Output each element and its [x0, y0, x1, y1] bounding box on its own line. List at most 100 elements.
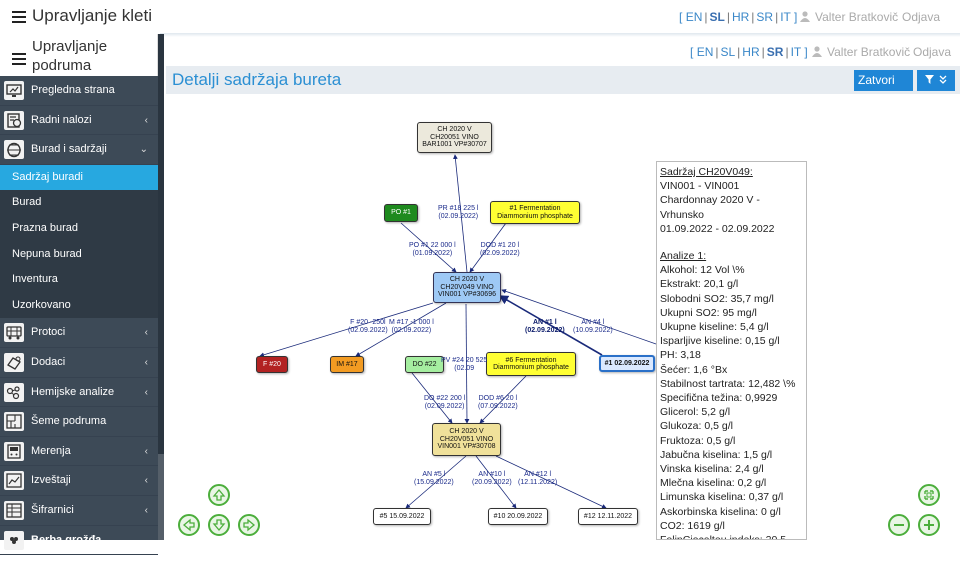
- analysis-line: Fruktoza: 0,5 g/l: [660, 434, 736, 447]
- analysis-line: Slobodni SO2: 35,7 mg/l: [660, 292, 774, 305]
- analysis-line: Vinska kiselina: 2,4 g/l: [660, 463, 764, 476]
- filter-button[interactable]: [917, 70, 955, 91]
- sidebar-item-barrels[interactable]: Burad i sadržaji ⌄: [0, 135, 158, 165]
- edge-label-dod1: DOD #1 20 l(02.09.2022): [480, 242, 520, 257]
- zoom-out-button[interactable]: [888, 514, 910, 536]
- sidebar-subitem-sampled[interactable]: Uzorkovano: [0, 292, 158, 319]
- lang-sr[interactable]: SR: [756, 10, 774, 24]
- sidebar-subitem-barrel-contents[interactable]: Sadržaj buradi: [0, 164, 158, 191]
- pan-down-button[interactable]: [208, 514, 230, 536]
- edge-label-pv24: PV #24 20 525(02.09: [441, 357, 488, 372]
- pan-left-button[interactable]: [178, 514, 200, 536]
- user-name-secondary[interactable]: Valter Bratkovič: [812, 45, 910, 59]
- hamburger-menu-icon[interactable]: [12, 9, 26, 23]
- user-name[interactable]: Valter Bratkovič: [800, 10, 898, 24]
- sidebar-item-flows[interactable]: Protoci ‹: [0, 318, 158, 348]
- sidebar-item-codebooks[interactable]: Šifrarnici ‹: [0, 496, 158, 526]
- sidebar-item-reports[interactable]: Izveštaji ‹: [0, 466, 158, 496]
- graph-edges: [259, 154, 657, 509]
- edge-dod1: [469, 222, 507, 273]
- sidebar-item-work-orders[interactable]: Radni nalozi ‹: [0, 106, 158, 136]
- sidebar-subitem-inventory[interactable]: Inventura: [0, 267, 158, 293]
- lang-it-2[interactable]: IT: [790, 45, 802, 59]
- lang-hr-2[interactable]: HR: [742, 45, 760, 59]
- info-line: VIN001 - VIN001: [660, 180, 740, 193]
- sidebar-item-harvest[interactable]: Berba grožđa: [0, 526, 158, 556]
- analysis-line: Glukoza: 0,5 g/l: [660, 420, 733, 433]
- analysis-line: Ekstrakt: 20,1 g/l: [660, 278, 739, 291]
- edge-an12: [495, 455, 607, 509]
- pan-right-button[interactable]: [238, 514, 260, 536]
- logout-link[interactable]: Odjava: [902, 10, 941, 24]
- node-im17[interactable]: IM #17: [330, 356, 364, 373]
- harvest-icon: [4, 530, 24, 550]
- lang-hr[interactable]: HR: [731, 10, 750, 24]
- edge-im17: [355, 302, 447, 357]
- edge-dod6: [479, 375, 527, 424]
- edge-label-po: PO #1 22 000 l(01.09.2022): [409, 242, 456, 257]
- sidebar-item-cellar-maps[interactable]: Šeme podruma: [0, 407, 158, 437]
- node-analysis-12[interactable]: #12 12.11.2022: [578, 508, 638, 525]
- header-divider: [160, 33, 960, 37]
- language-switcher-secondary: [ EN|SL|HR|SR|IT ]: [690, 45, 808, 59]
- node-analysis-5[interactable]: #5 15.09.2022: [373, 508, 431, 525]
- lang-sl-2[interactable]: SL: [720, 45, 736, 59]
- node-analysis-10[interactable]: #10 20.09.2022: [488, 508, 548, 525]
- node-po1[interactable]: PO #1: [384, 204, 418, 222]
- edge-label-f20: F #20 -250l(02.09.2022): [348, 319, 388, 334]
- edge-f20: [259, 302, 434, 358]
- chemistry-icon: [4, 382, 24, 402]
- lang-it[interactable]: IT: [780, 10, 791, 24]
- edge-label-an12: AN #12 l(12.11.2022): [518, 471, 558, 486]
- sidebar-subitem-empty-barrels[interactable]: Prazna burad: [0, 215, 158, 242]
- close-button[interactable]: Zatvori: [854, 70, 913, 91]
- lang-sl[interactable]: SL: [709, 10, 725, 24]
- sidebar-item-additives[interactable]: Dodaci ‹: [0, 348, 158, 378]
- lang-sr-2[interactable]: SR: [766, 45, 784, 59]
- analysis-line: Jabučna kiselina: 1,5 g/l: [660, 448, 773, 461]
- sidebar-subitem-partial-barrels[interactable]: Nepuna burad: [0, 241, 158, 268]
- analysis-line: Šećer: 1,6 °Bx: [660, 363, 728, 376]
- edge-pr: [453, 154, 468, 273]
- sidebar-scrollbar[interactable]: [158, 34, 164, 540]
- top-bar: Upravljanje kleti [ EN|SL|HR|SR|IT ] Val…: [0, 0, 960, 34]
- sidebar-menu: Pregledna strana Radni nalozi ‹ Burad i …: [0, 76, 158, 556]
- dashboard-icon: [4, 81, 24, 100]
- filter-icon: [924, 75, 934, 84]
- node-f20[interactable]: F #20: [256, 356, 288, 373]
- edge-an5: [405, 455, 467, 509]
- arrow-right-icon: [243, 518, 256, 532]
- sidebar-item-dashboard[interactable]: Pregledna strana: [0, 76, 158, 106]
- edge-label-an4: AN #4 l(10.09.2022): [573, 319, 613, 334]
- sidebar: Upravljanje podruma Pregledna strana Rad…: [0, 34, 158, 556]
- analysis-line: PH: 3,18: [660, 349, 701, 362]
- node-analysis-1[interactable]: #1 02.09.2022: [599, 355, 655, 372]
- lang-en-2[interactable]: EN: [696, 45, 714, 59]
- zoom-in-button[interactable]: [918, 514, 940, 536]
- edge-do22: [411, 372, 453, 424]
- language-switcher: [ EN|SL|HR|SR|IT ]: [679, 10, 798, 24]
- reports-icon: [4, 471, 24, 491]
- sidebar-item-measurements[interactable]: Merenja ‹: [0, 437, 158, 467]
- logout-link-secondary[interactable]: Odjava: [913, 45, 952, 59]
- lang-en[interactable]: EN: [685, 10, 703, 24]
- fit-to-screen-button[interactable]: [918, 484, 940, 506]
- analysis-line: Askorbinska kiselina: 0 g/l: [660, 505, 781, 518]
- edge-an1: [498, 295, 603, 356]
- edge-an10: [475, 455, 517, 509]
- sidebar-subitem-barrels[interactable]: Burad: [0, 190, 158, 216]
- sidebar-item-chemistry[interactable]: Hemijske analize ‹: [0, 378, 158, 408]
- hamburger-menu-icon[interactable]: [12, 51, 26, 68]
- sidebar-header: Upravljanje podruma: [0, 34, 158, 76]
- pan-up-button[interactable]: [208, 484, 230, 506]
- edge-label-an1: AN #1 l(02.09.2022): [525, 319, 565, 334]
- node-do22[interactable]: DO #22: [405, 356, 444, 373]
- scrollbar-thumb[interactable]: [158, 454, 164, 540]
